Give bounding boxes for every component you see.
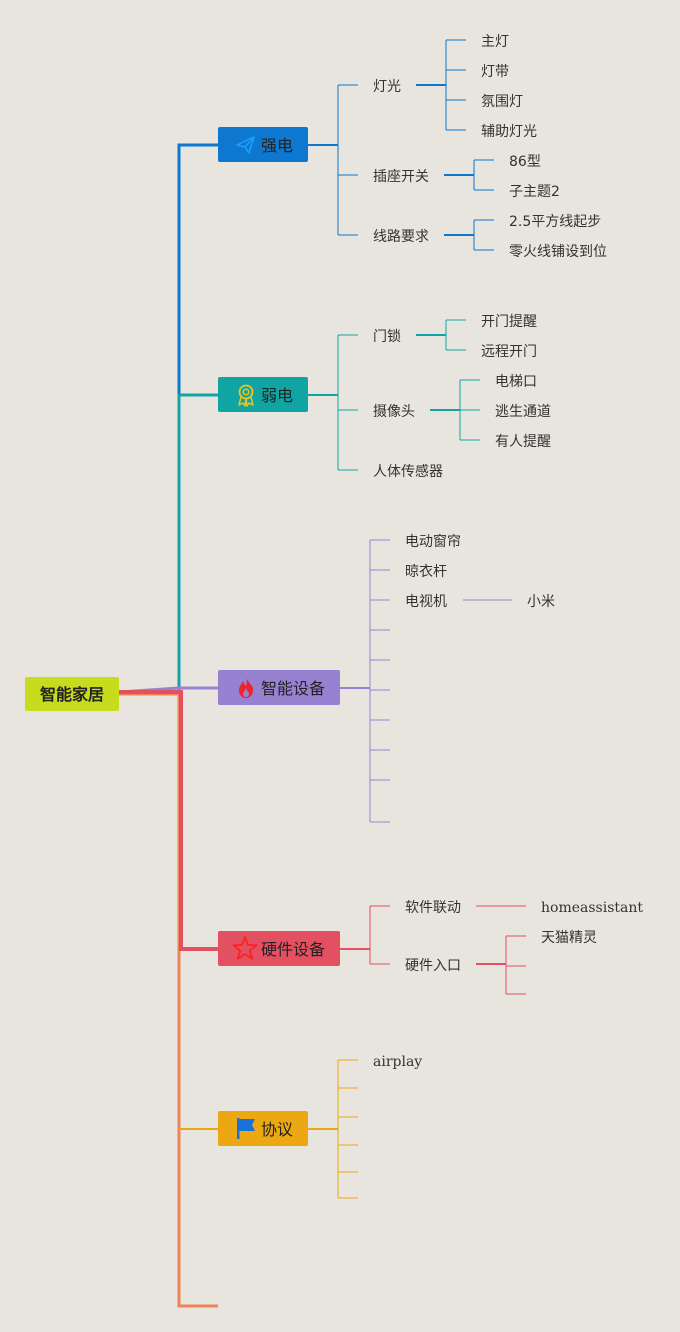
topic-electric-curtain[interactable]: 电动窗帘 [405, 533, 461, 550]
root-node-label: 智能家居 [40, 685, 104, 704]
topic-body-sensor[interactable]: 人体传感器 [373, 463, 443, 480]
connector-lines [118, 39, 526, 1308]
flag-icon [237, 1118, 255, 1139]
topic-wiring-requirements[interactable]: 线路要求 [373, 229, 429, 245]
leaf-escape-route[interactable]: 逃生通道 [495, 404, 551, 420]
branch-weak[interactable]: 弱电 [218, 377, 308, 412]
leaf-remote-unlock[interactable]: 远程开门 [481, 344, 537, 360]
branch-smart-devices-label: 智能设备 [261, 679, 325, 698]
topic-hardware-entry[interactable]: 硬件入口 [405, 958, 461, 974]
branch-protocol[interactable]: 协议 [218, 1111, 308, 1146]
branch-hardware[interactable]: 硬件设备 [218, 931, 340, 966]
leaf-elevator-entrance[interactable]: 电梯口 [495, 374, 537, 390]
leaf-subtopic-2[interactable]: 子主题2 [509, 184, 560, 200]
branch-weak-box [218, 377, 308, 412]
leaf-wire-gauge[interactable]: 2.5平方线起步 [509, 214, 601, 230]
trunk-weak [177, 393, 218, 694]
topic-door-lock[interactable]: 门锁 [373, 329, 401, 345]
award-ribbon-icon [238, 384, 254, 407]
branch-strong[interactable]: 强电 [218, 127, 308, 162]
topic-software-linkage[interactable]: 软件联动 [405, 900, 461, 916]
topic-drying-rack[interactable]: 晾衣杆 [405, 564, 447, 580]
root-node-box [25, 677, 119, 711]
leaf-ambient-light[interactable]: 氛围灯 [481, 94, 523, 110]
leaf-auxiliary-light[interactable]: 辅助灯光 [481, 124, 537, 140]
topic-television[interactable]: 电视机 [405, 594, 447, 610]
leaf-door-open-alert[interactable]: 开门提醒 [481, 314, 537, 330]
flame-icon [239, 677, 253, 698]
leaf-tmall-genie[interactable]: 天猫精灵 [541, 930, 597, 946]
root-node[interactable]: 智能家居 [25, 677, 119, 711]
leaf-type-86[interactable]: 86型 [509, 154, 541, 170]
branch-weak-label: 弱电 [261, 386, 293, 405]
paper-plane-icon [236, 136, 255, 154]
star-icon [232, 936, 258, 960]
topic-lighting[interactable]: 灯光 [373, 79, 401, 95]
leaf-main-light[interactable]: 主灯 [481, 34, 509, 50]
leaf-homeassistant[interactable]: homeassistant [541, 900, 643, 916]
branch-strong-label: 强电 [261, 136, 293, 155]
trunk-trailing [119, 692, 218, 1308]
leaf-person-alert[interactable]: 有人提醒 [495, 434, 551, 450]
trunk-hardware [119, 690, 218, 951]
topic-airplay[interactable]: airplay [373, 1054, 422, 1070]
leaf-xiaomi[interactable]: 小米 [527, 594, 555, 610]
branch-hardware-label: 硬件设备 [261, 940, 325, 959]
branch-protocol-label: 协议 [261, 1120, 293, 1139]
branch-smart-devices[interactable]: 智能设备 [218, 670, 340, 705]
topic-camera[interactable]: 摄像头 [373, 404, 415, 420]
topic-sockets-switches[interactable]: 插座开关 [373, 169, 429, 185]
trunk-strong [119, 143, 218, 696]
branch-strong-box [218, 127, 308, 162]
leaf-live-neutral-wiring[interactable]: 零火线铺设到位 [509, 244, 607, 260]
leaf-light-strip[interactable]: 灯带 [481, 64, 509, 80]
